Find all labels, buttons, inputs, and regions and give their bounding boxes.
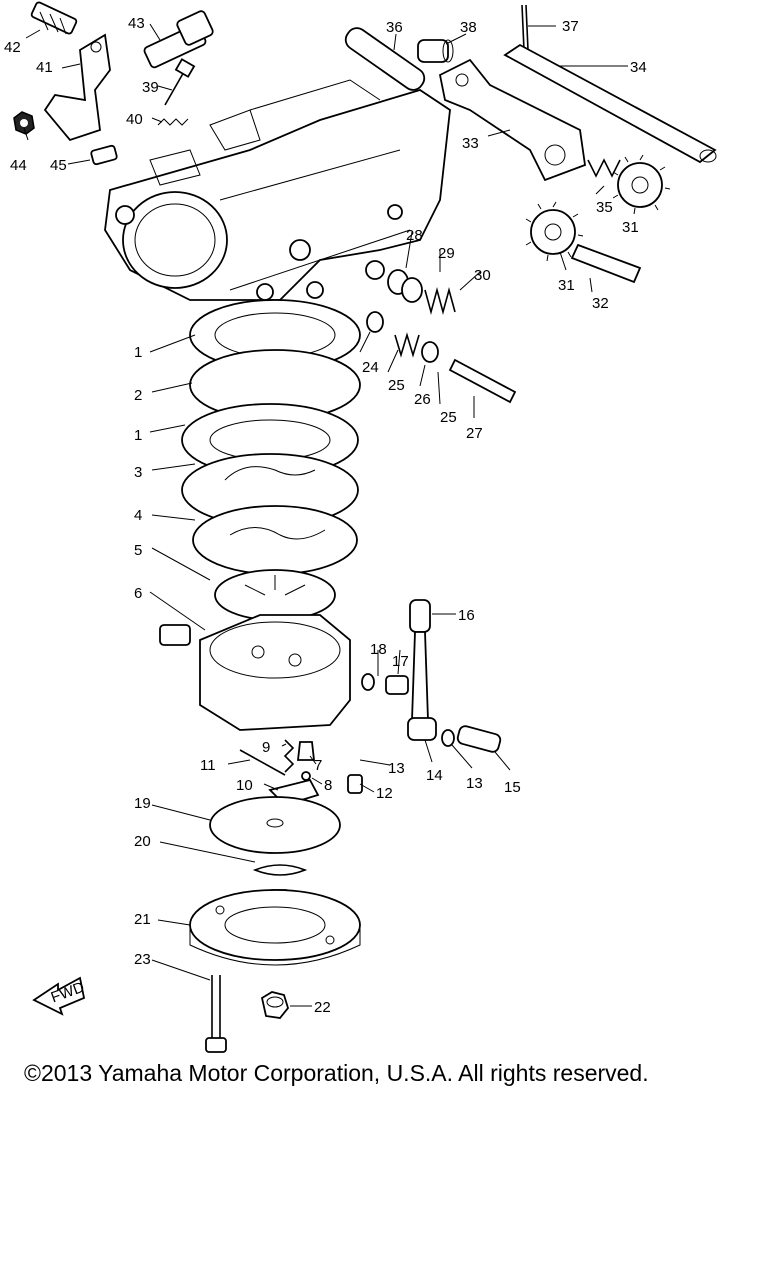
callout-label: 20 <box>134 833 151 850</box>
callout-label: 29 <box>438 245 455 262</box>
shaft-36 <box>344 27 426 91</box>
callout-label: 34 <box>630 59 647 76</box>
callout-label: 37 <box>562 18 579 35</box>
nut-44 <box>13 111 35 135</box>
adjuster-43 <box>143 10 214 69</box>
callout-label: 1 <box>134 427 142 444</box>
callout-label: 16 <box>458 607 475 624</box>
gasket-stack <box>181 299 361 621</box>
pump-body-6 <box>159 614 351 731</box>
callout-label: 13 <box>388 760 405 777</box>
callout-label: 10 <box>236 777 253 794</box>
callout-label: 26 <box>414 391 431 408</box>
callout-label: 8 <box>324 777 332 794</box>
callout-label: 6 <box>134 585 142 602</box>
callout-label: 17 <box>392 653 409 670</box>
carburetor-body <box>104 79 451 301</box>
callout-label: 32 <box>592 295 609 312</box>
callout-label: 31 <box>622 219 639 236</box>
callout-label: 15 <box>504 779 521 796</box>
shaft-assembly-14-16 <box>361 599 502 753</box>
needle-parts-7-12 <box>239 739 363 807</box>
callout-label: 40 <box>126 111 143 128</box>
callout-label: 22 <box>314 999 331 1016</box>
gear-31-top <box>612 154 671 215</box>
callout-label: 39 <box>142 79 159 96</box>
callout-label: 43 <box>128 15 145 32</box>
callout-label: 25 <box>440 409 457 426</box>
callout-label: 38 <box>460 19 477 36</box>
callout-label: 2 <box>134 387 142 404</box>
callout-label: 12 <box>376 785 393 802</box>
spring-35 <box>587 158 621 178</box>
callout-label: 14 <box>426 767 443 784</box>
callout-label: 4 <box>134 507 142 524</box>
callout-label: 45 <box>50 157 67 174</box>
callout-labels: 1 2 1 3 4 5 6 7 8 9 10 11 12 13 13 14 15… <box>4 15 647 1016</box>
callout-label: 1 <box>134 344 142 361</box>
callout-label: 5 <box>134 542 142 559</box>
callout-label: 13 <box>466 775 483 792</box>
callout-label: 19 <box>134 795 151 812</box>
callout-label: 7 <box>314 757 322 774</box>
screw-42 <box>30 1 78 35</box>
callout-label: 30 <box>474 267 491 284</box>
shaft-32 <box>570 243 642 284</box>
small-parts-24-30 <box>366 269 517 404</box>
diaphragm-19 <box>209 796 341 854</box>
screw-45 <box>90 144 118 166</box>
callout-label: 36 <box>386 19 403 36</box>
gear-31-bottom <box>525 201 584 262</box>
callout-label: 25 <box>388 377 405 394</box>
fwd-direction-arrow: FWD <box>32 976 87 1016</box>
bushing-38 <box>417 39 454 63</box>
carburetor-exploded-diagram: FWD 1 2 1 3 4 5 6 7 8 9 10 11 12 13 13 1… <box>4 1 717 1053</box>
callout-label: 42 <box>4 39 21 56</box>
callout-label: 24 <box>362 359 379 376</box>
spring-40 <box>157 118 189 126</box>
callout-label: 41 <box>36 59 53 76</box>
callout-label: 27 <box>466 425 483 442</box>
callout-label: 18 <box>370 641 387 658</box>
bracket-41 <box>43 33 111 142</box>
callout-label: 21 <box>134 911 151 928</box>
nut-22 <box>260 991 290 1019</box>
callout-label: 33 <box>462 135 479 152</box>
lever-33 <box>438 58 586 182</box>
screw-23 <box>205 975 227 1053</box>
cover-21 <box>189 889 361 966</box>
shaft-34 <box>503 43 717 164</box>
callout-label: 44 <box>10 157 27 174</box>
callout-label: 11 <box>200 757 216 774</box>
leader-lines <box>23 23 628 1007</box>
callout-label: 35 <box>596 199 613 216</box>
callout-label: 31 <box>558 277 575 294</box>
callout-label: 28 <box>406 227 423 244</box>
copyright-notice: ©2013 Yamaha Motor Corporation, U.S.A. A… <box>24 1060 649 1086</box>
screw-39 <box>164 58 196 106</box>
callout-label: 9 <box>262 739 270 756</box>
callout-label: 23 <box>134 951 151 968</box>
pin-37 <box>521 4 529 51</box>
callout-label: 3 <box>134 464 142 481</box>
